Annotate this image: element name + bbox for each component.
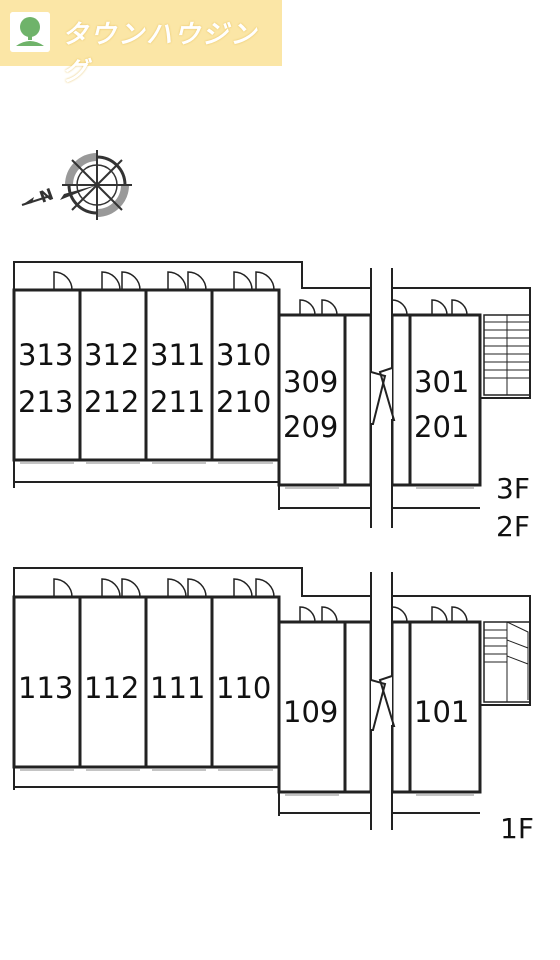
floor-label: 3F — [496, 472, 530, 505]
unit-number: 211 — [150, 385, 205, 419]
compass-north-label: N — [37, 184, 56, 206]
logo-text: タウンハウジング — [62, 20, 259, 87]
house-tree-icon — [10, 12, 50, 52]
unit-number: 109 — [283, 695, 338, 729]
floor-label: 1F — [500, 812, 534, 845]
unit-number: 112 — [84, 671, 139, 705]
unit-number: 311 — [150, 338, 205, 372]
floor-label: 2F — [496, 510, 530, 543]
unit-number: 301 — [414, 365, 469, 399]
unit-number: 309 — [283, 365, 338, 399]
unit-number: 209 — [283, 410, 338, 444]
unit-number: 111 — [150, 671, 205, 705]
unit-number: 210 — [216, 385, 271, 419]
break-line — [370, 268, 396, 528]
unit-number: 312 — [84, 338, 139, 372]
unit-number: 310 — [216, 338, 271, 372]
break-line — [370, 572, 396, 830]
unit-number: 213 — [18, 385, 73, 419]
compass-rose-icon — [21, 150, 132, 220]
unit-number: 110 — [216, 671, 271, 705]
logo-banner: タウンハウジング — [0, 0, 282, 87]
unit-number: 201 — [414, 410, 469, 444]
unit-number: 313 — [18, 338, 73, 372]
unit-number: 113 — [18, 671, 73, 705]
unit-number: 101 — [414, 695, 469, 729]
lower-floor-plan — [12, 567, 531, 816]
unit-number: 212 — [84, 385, 139, 419]
